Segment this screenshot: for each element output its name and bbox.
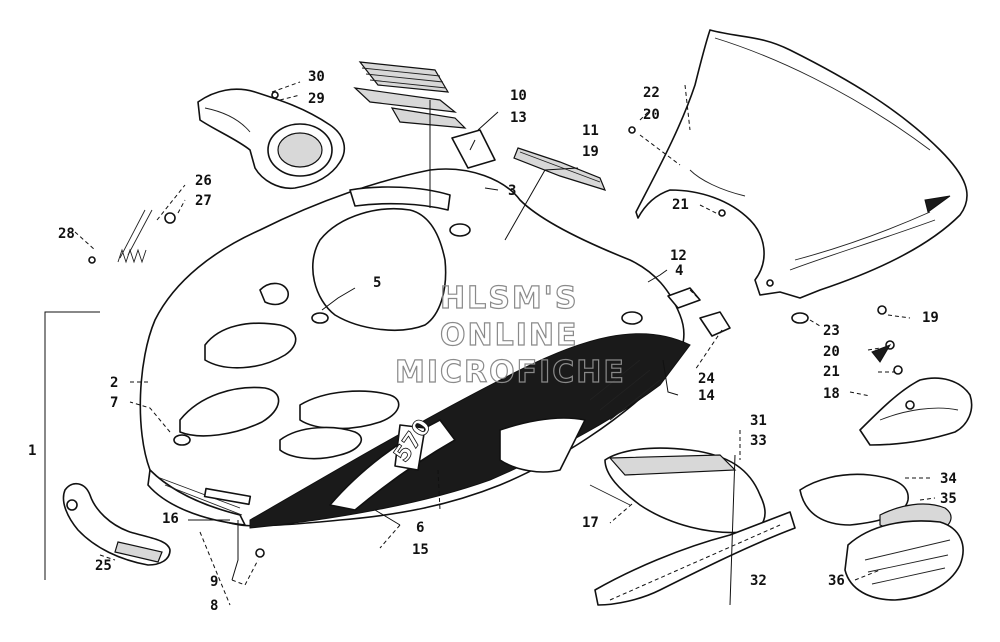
callout-28: 28 — [58, 226, 75, 242]
callout-30: 30 — [308, 69, 325, 85]
callout-20-right: 20 — [823, 344, 840, 360]
fasteners — [255, 91, 903, 558]
callout-11: 11 — [582, 123, 599, 139]
belly-pan — [589, 447, 766, 534]
callout-4: 4 — [675, 263, 683, 279]
callout-16: 16 — [162, 511, 179, 527]
hood-spring — [88, 209, 176, 264]
callout-23: 23 — [823, 323, 840, 339]
callout-9: 9 — [210, 574, 218, 590]
callout-10: 10 — [510, 88, 527, 104]
callout-27: 27 — [195, 193, 212, 209]
callout-21-top: 21 — [672, 197, 689, 213]
footrest — [799, 473, 964, 601]
callout-7: 7 — [110, 395, 118, 411]
leader-lines — [44, 81, 936, 606]
callout-6: 6 — [416, 520, 424, 536]
windshield — [635, 29, 968, 299]
callout-19-top: 19 — [582, 144, 599, 160]
callout-20-top: 20 — [643, 107, 660, 123]
hood: 570 — [139, 168, 691, 529]
hood-side-trim — [699, 311, 731, 337]
callout-31: 31 — [750, 413, 767, 429]
callout-26: 26 — [195, 173, 212, 189]
callout-13: 13 — [510, 110, 527, 126]
callout-24: 24 — [698, 371, 715, 387]
callout-19-right: 19 — [922, 310, 939, 326]
callout-34: 34 — [940, 471, 957, 487]
watermark: HLSM'S ONLINE MICROFICHE — [394, 280, 626, 390]
callout-2: 2 — [110, 375, 118, 391]
rail-32 — [594, 511, 796, 606]
callout-25: 25 — [95, 558, 112, 574]
callout-21-right: 21 — [823, 364, 840, 380]
callout-1: 1 — [28, 443, 36, 459]
callout-5: 5 — [373, 275, 381, 291]
watermark-line-1: HLSM'S — [440, 281, 578, 316]
callout-8: 8 — [210, 598, 218, 614]
watermark-line-2: ONLINE — [440, 318, 579, 353]
callout-12: 12 — [670, 248, 687, 264]
headlight-housing — [197, 88, 346, 190]
decal-13 — [451, 129, 496, 169]
front-bumper — [62, 482, 171, 566]
decal-10 — [353, 61, 467, 129]
callout-33: 33 — [750, 433, 767, 449]
callout-15: 15 — [412, 542, 429, 558]
callout-36: 36 — [828, 573, 845, 589]
side-panel-18 — [859, 377, 973, 446]
watermark-line-3: MICROFICHE — [395, 355, 626, 390]
callout-35: 35 — [940, 491, 957, 507]
callout-14: 14 — [698, 388, 715, 404]
callout-17: 17 — [582, 515, 599, 531]
callout-22: 22 — [643, 85, 660, 101]
callout-numbers: 1 2 3 4 5 6 7 8 9 10 11 12 13 14 15 16 1… — [28, 69, 957, 614]
callout-29: 29 — [308, 91, 325, 107]
callout-3: 3 — [508, 183, 516, 199]
callout-32: 32 — [750, 573, 767, 589]
callout-18: 18 — [823, 386, 840, 402]
